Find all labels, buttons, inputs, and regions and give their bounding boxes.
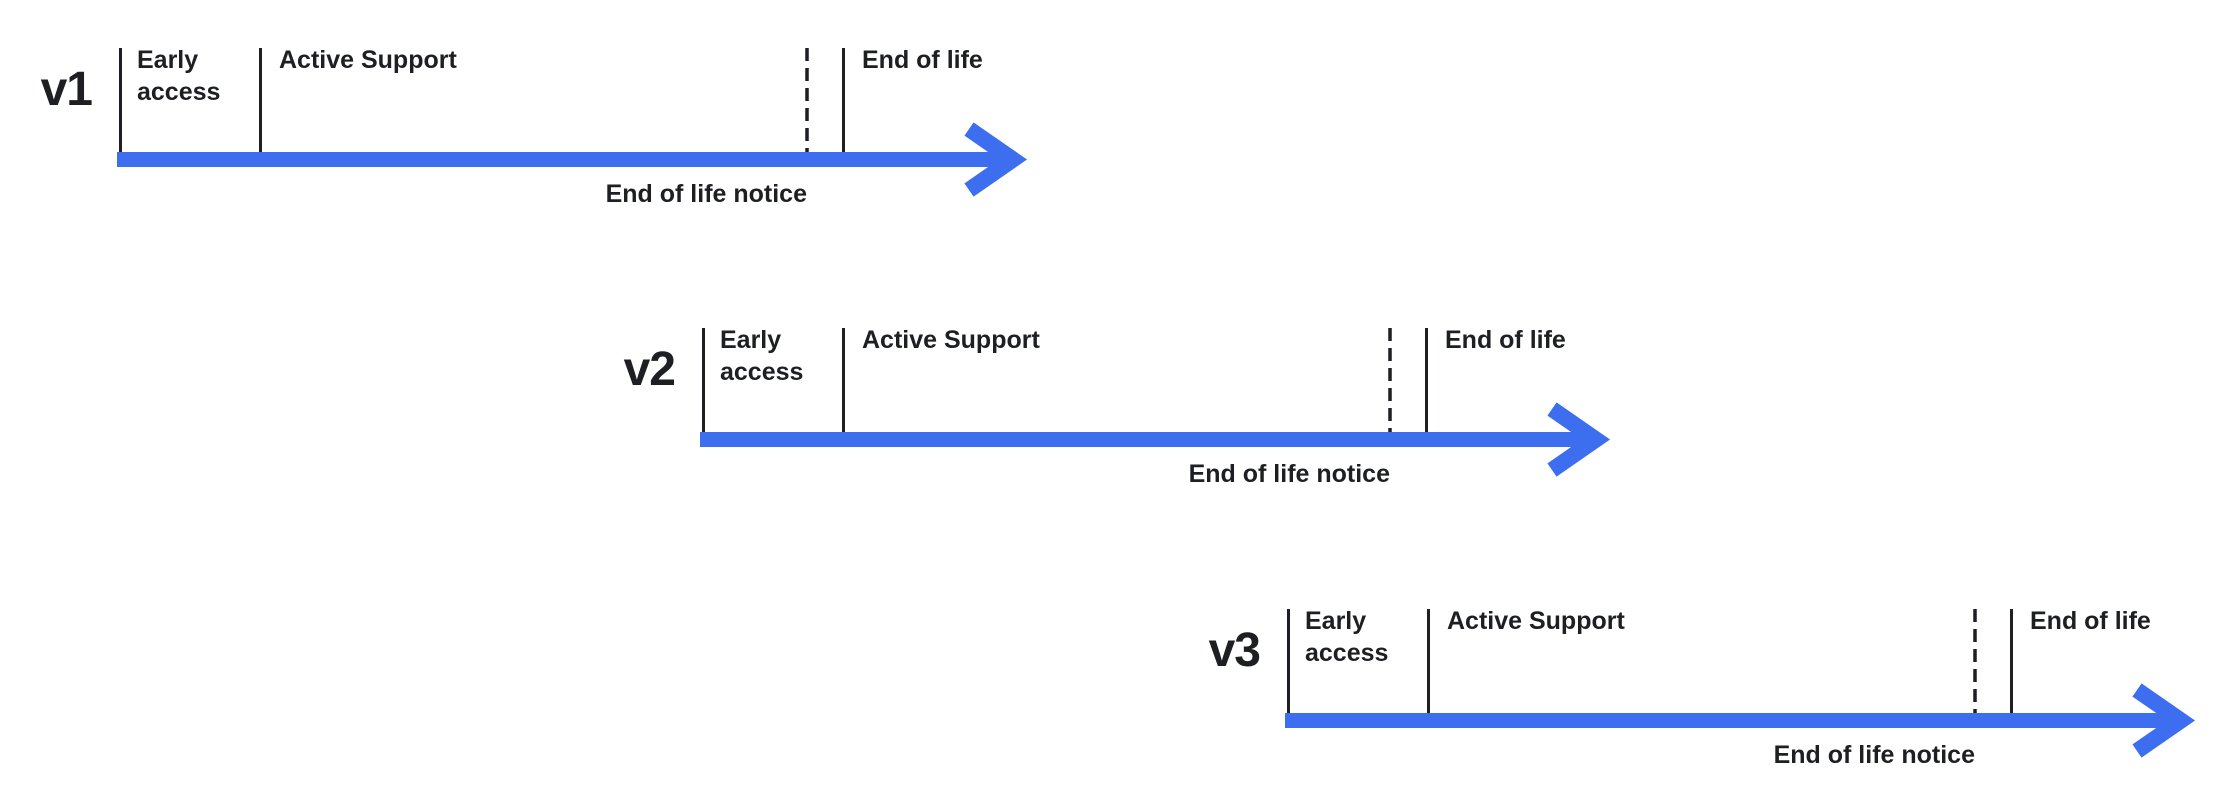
early-access-label: Early access bbox=[1305, 607, 1389, 667]
end-of-life-label: End of life bbox=[862, 46, 983, 74]
timeline-graphic bbox=[1285, 609, 2196, 758]
arrowhead-icon bbox=[964, 122, 1028, 197]
timeline-graphic bbox=[700, 328, 1611, 477]
timeline-bar bbox=[700, 432, 1590, 447]
timeline-v1: v1 Early access Active Support End of li… bbox=[41, 46, 1079, 223]
eol-notice-label: End of life notice bbox=[1188, 460, 1390, 488]
timeline-bar bbox=[117, 152, 1007, 167]
arrowhead-icon bbox=[2132, 683, 2196, 758]
eol-notice-label: End of life notice bbox=[605, 180, 807, 208]
version-label: v1 bbox=[40, 63, 93, 116]
timeline-v2: v2 Early access Active Support End of li… bbox=[624, 326, 1662, 503]
version-label: v3 bbox=[1208, 624, 1261, 677]
arrowhead-icon bbox=[1547, 402, 1611, 477]
early-access-label: Early access bbox=[720, 326, 804, 386]
version-label: v2 bbox=[623, 343, 676, 396]
active-support-label: Active Support bbox=[279, 46, 457, 74]
active-support-label: Active Support bbox=[1447, 607, 1625, 635]
early-access-label: Early access bbox=[137, 46, 221, 106]
end-of-life-label: End of life bbox=[2030, 607, 2151, 635]
timeline-bar bbox=[1285, 713, 2175, 728]
timeline-graphic bbox=[117, 48, 1028, 197]
timeline-v3: v3 Early access Active Support End of li… bbox=[1209, 607, 2228, 784]
active-support-label: Active Support bbox=[862, 326, 1040, 354]
eol-notice-label: End of life notice bbox=[1773, 741, 1975, 769]
end-of-life-label: End of life bbox=[1445, 326, 1566, 354]
